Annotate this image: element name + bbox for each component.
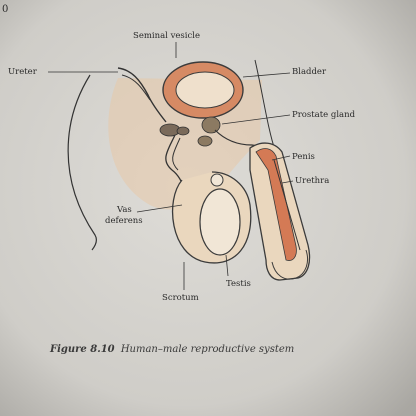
leader-bladder [242, 72, 291, 78]
prostate-gland [201, 116, 221, 134]
leader-testis [225, 254, 229, 277]
label-urethra: Urethra [295, 176, 329, 186]
bladder-cavity [175, 71, 235, 109]
epididymis-head [210, 173, 224, 187]
label-vas-deferens-2: deferens [105, 216, 143, 226]
label-penis: Penis [292, 152, 315, 162]
ureter-inner [121, 74, 151, 101]
urethra-in-penis [273, 159, 301, 251]
leader-vas-deferens [136, 204, 183, 213]
label-testis: Testis [226, 279, 251, 289]
glans [271, 249, 309, 280]
figure-caption: Figure 8.10 Human–male reproductive syst… [49, 344, 294, 355]
testis [199, 188, 241, 256]
leader-urethra [281, 180, 294, 184]
figure-title: Human–male reproductive system [120, 344, 294, 355]
body-outline-front [254, 59, 276, 151]
vas-deferens-inner [172, 137, 181, 171]
page-corner-mark: 0 [2, 4, 8, 15]
seminal-vesicle-lobe [176, 126, 190, 136]
ureter [117, 67, 167, 123]
figure-number: Figure 8.10 [49, 344, 115, 355]
label-bladder: Bladder [292, 67, 327, 77]
label-seminal-vesicle: Seminal vesicle [133, 31, 200, 41]
bulbourethral-gland [197, 135, 213, 147]
body-outline-left [67, 74, 98, 251]
leader-penis [271, 155, 291, 161]
label-scrotum: Scrotum [162, 293, 199, 303]
leader-prostate [221, 114, 291, 125]
corpus-cavernosum [255, 148, 297, 261]
label-vas-deferens-1: Vas [116, 205, 132, 215]
label-ureter: Ureter [8, 67, 38, 77]
label-prostate-gland: Prostate gland [292, 110, 356, 120]
